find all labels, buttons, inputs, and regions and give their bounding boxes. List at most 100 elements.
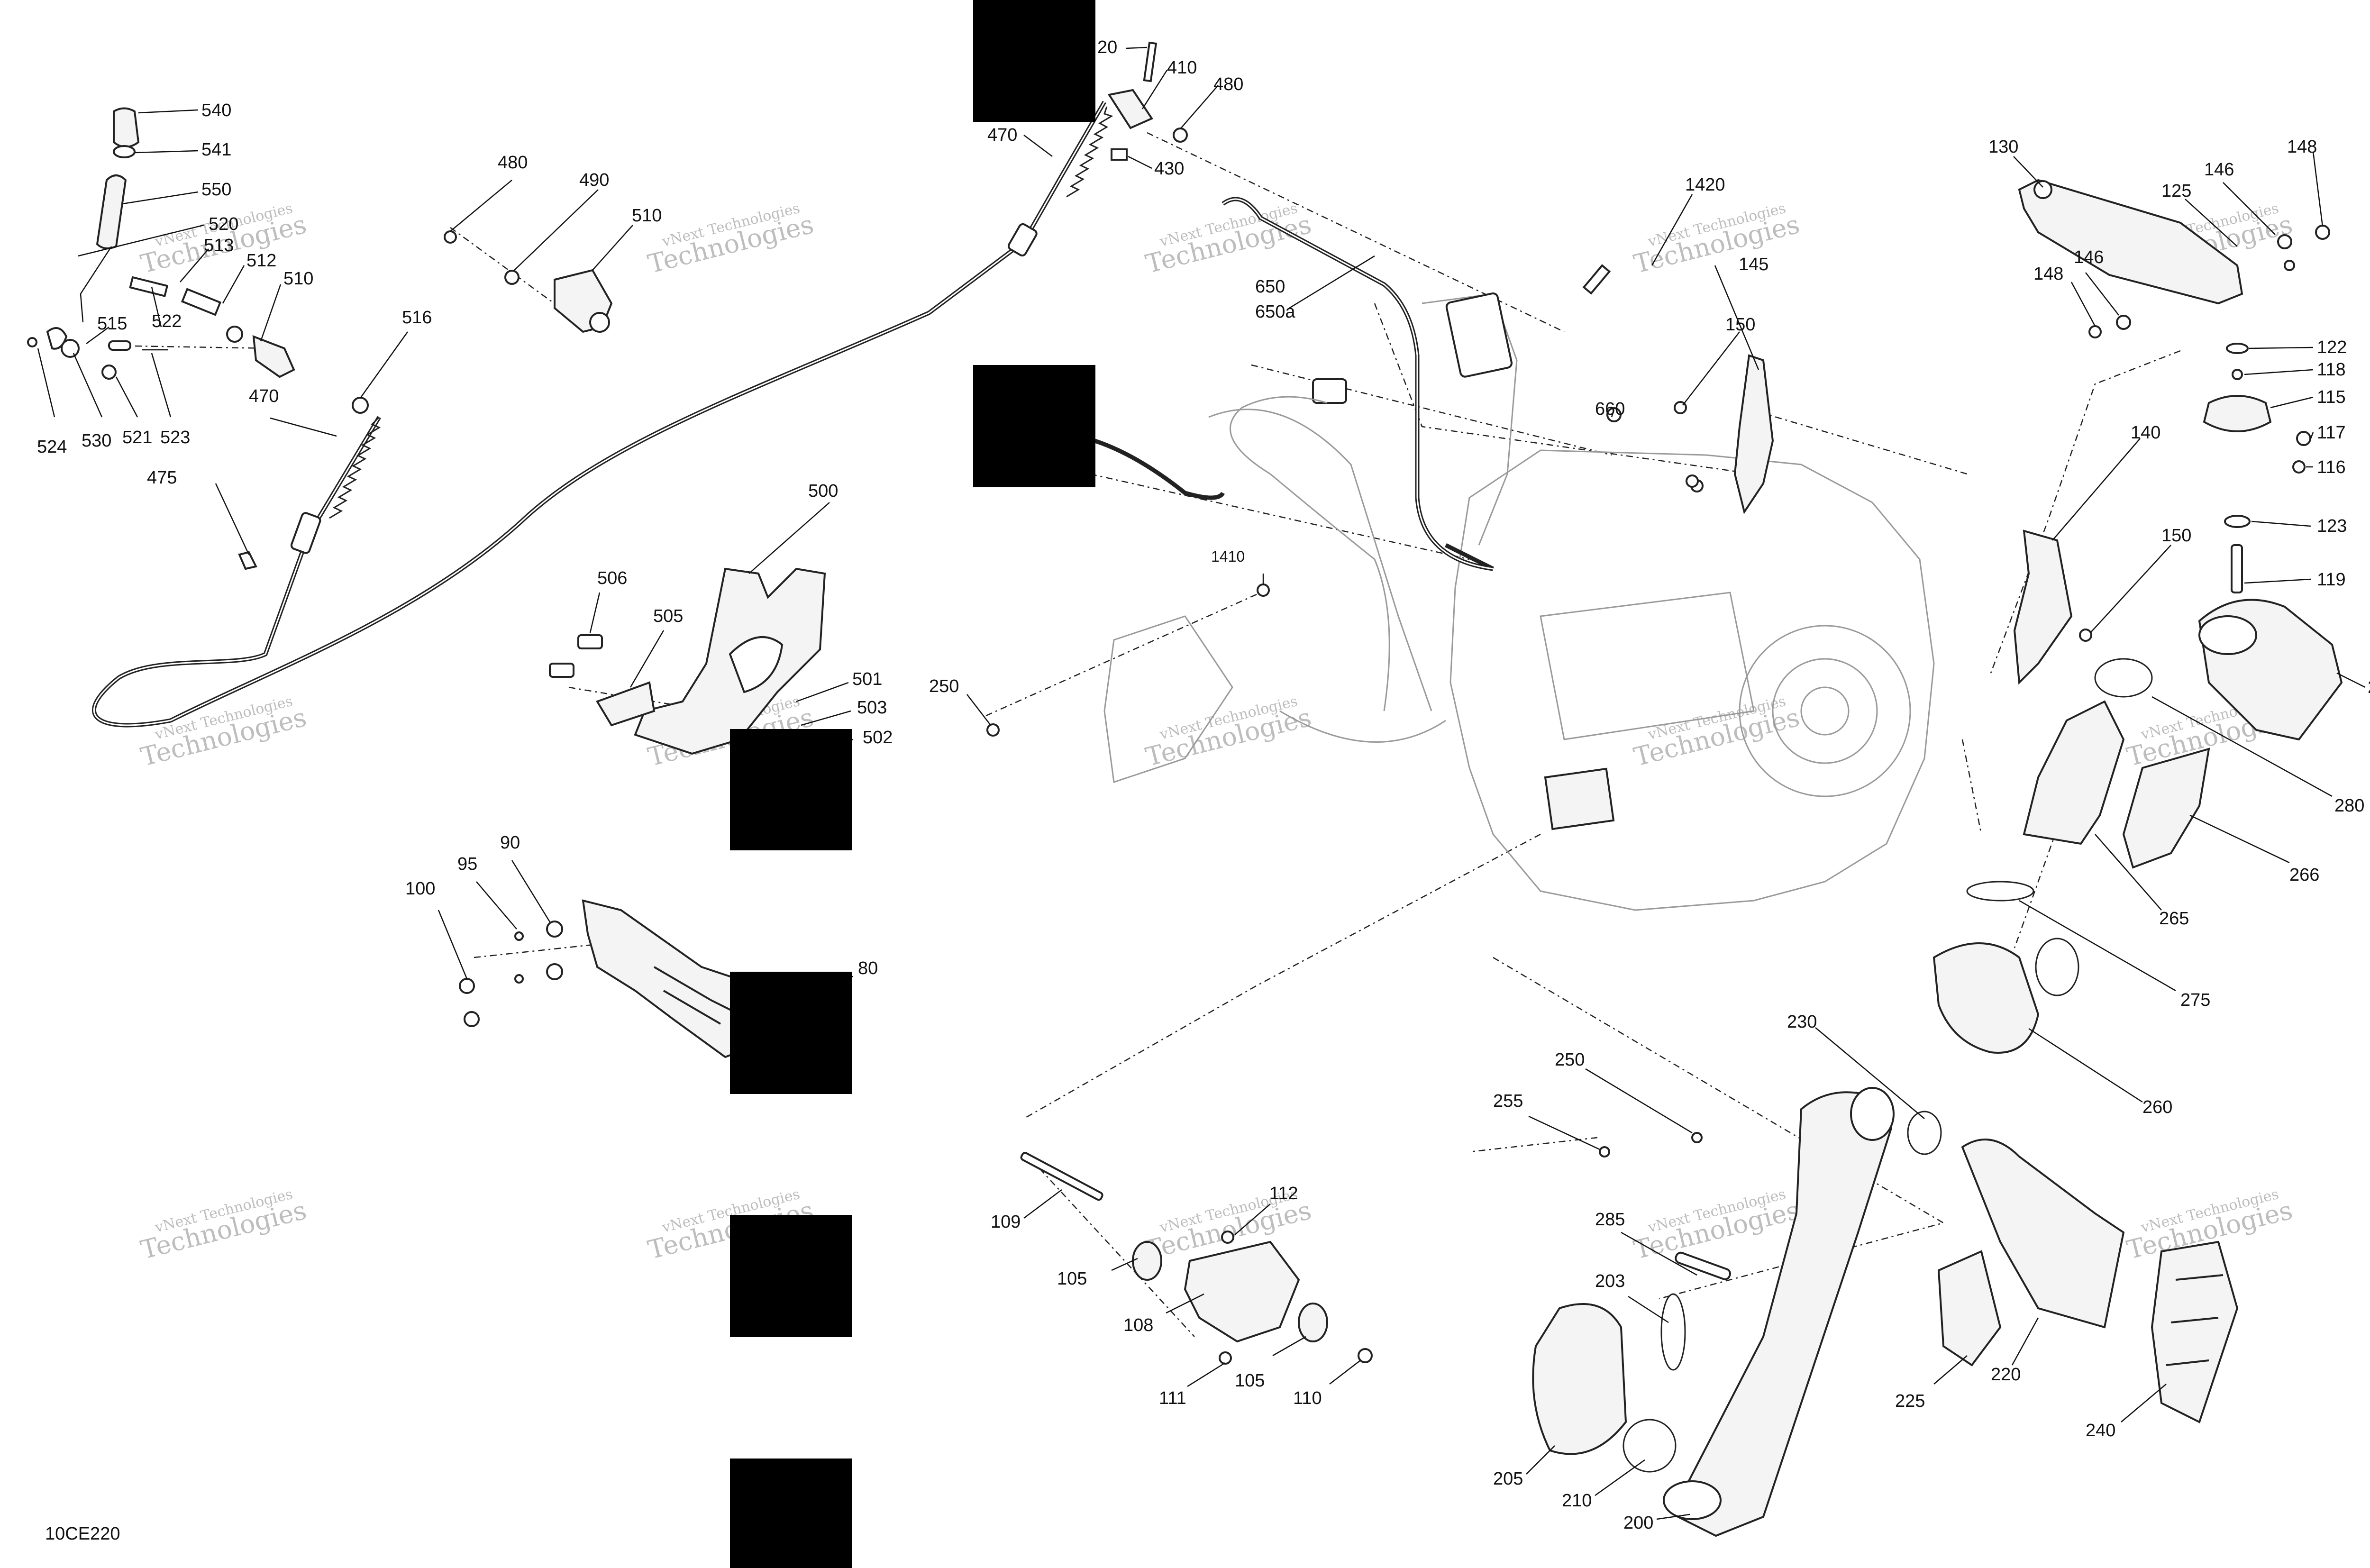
callout-275: 275 [2180, 990, 2210, 1010]
callout-200: 200 [1623, 1513, 1653, 1533]
callout-100: 100 [405, 879, 435, 899]
callout-150: 150 [1725, 315, 1755, 335]
callout-266: 266 [2289, 865, 2319, 885]
bracket-140 [2013, 529, 2092, 685]
callout-105: 105 [1057, 1269, 1087, 1289]
callout-95: 95 [457, 854, 477, 874]
callout-140: 140 [2131, 423, 2160, 443]
callout-110: 110 [1293, 1388, 1322, 1408]
callout-510: 510 [283, 269, 313, 289]
callout-510-bracket: 510 [632, 206, 662, 226]
callout-470-top: 470 [987, 125, 1017, 145]
callout-130: 130 [1988, 137, 2018, 157]
callout-470: 470 [249, 386, 279, 406]
callout-530: 530 [82, 431, 111, 451]
redaction-blocks [730, 0, 1095, 1568]
callout-480-top: 480 [1213, 74, 1243, 94]
air-intake-right [1932, 599, 2343, 1054]
callout-290: 290 [2368, 677, 2370, 697]
callout-490: 490 [579, 170, 609, 190]
callout-540: 540 [201, 100, 231, 120]
shift-cable [92, 41, 1188, 728]
bracket-145 [1674, 354, 1774, 514]
callout-116: 116 [2317, 457, 2346, 477]
callout-660: 660 [1595, 399, 1625, 419]
callout-220: 220 [1991, 1365, 2021, 1385]
callout-265: 265 [2159, 909, 2189, 929]
callout-119: 119 [2317, 570, 2346, 590]
callout-105-lower: 105 [1235, 1371, 1265, 1391]
callout-205: 205 [1493, 1469, 1523, 1489]
callout-505: 505 [653, 606, 683, 626]
callout-480: 480 [498, 153, 528, 173]
callout-420: 20 [1097, 37, 1117, 57]
shifter-lever-assembly [27, 107, 369, 414]
callout-115: 115 [2317, 387, 2346, 407]
callout-503: 503 [857, 698, 887, 718]
callout-123: 123 [2317, 516, 2347, 536]
callout-118: 118 [2317, 360, 2346, 380]
callout-250-lower: 250 [1555, 1050, 1585, 1070]
callout-541: 541 [201, 140, 231, 160]
callout-522: 522 [152, 311, 182, 331]
intake-pipe-lower [1532, 1087, 2239, 1537]
callout-523: 523 [160, 428, 190, 447]
callout-512: 512 [246, 251, 276, 271]
callout-513: 513 [204, 236, 234, 255]
callout-146-lower: 146 [2074, 247, 2104, 267]
callout-146: 146 [2204, 160, 2234, 180]
callout-labels: 540 541 550 520 513 512 510 522 515 524 … [37, 37, 2370, 1533]
callout-515: 515 [97, 314, 127, 334]
callout-1420: 1420 [1685, 175, 1725, 195]
callout-210: 210 [1562, 1491, 1592, 1511]
callout-1410: 1410 [1211, 548, 1245, 565]
callout-108: 108 [1123, 1315, 1153, 1335]
callout-80: 80 [858, 958, 878, 978]
callout-250: 250 [929, 676, 959, 696]
callout-255: 255 [1493, 1091, 1523, 1111]
engine-mount [2018, 179, 2330, 593]
callout-650a: 650a [1255, 302, 1295, 322]
callout-230: 230 [1787, 1012, 1817, 1032]
callout-109: 109 [991, 1212, 1021, 1232]
callout-650: 650 [1255, 277, 1285, 297]
callout-90: 90 [500, 833, 520, 853]
callout-122: 122 [2317, 337, 2347, 357]
callout-117: 117 [2317, 423, 2346, 443]
leader-lines [37, 46, 2366, 1520]
callout-475: 475 [147, 468, 177, 488]
callout-524: 524 [37, 437, 67, 457]
callout-501: 501 [852, 669, 882, 689]
bracket-510 [444, 230, 613, 333]
shifter-mechanism-80 [459, 899, 765, 1058]
callout-148: 148 [2287, 137, 2317, 157]
callout-521: 521 [122, 428, 152, 447]
callout-240: 240 [2086, 1421, 2115, 1440]
bracket-500 [549, 567, 826, 755]
callout-225: 225 [1895, 1391, 1925, 1411]
diagram-code: 10CE220 [45, 1524, 120, 1544]
engine-support [1020, 1152, 1373, 1365]
callout-285: 285 [1595, 1210, 1625, 1230]
callout-516: 516 [402, 308, 432, 328]
callout-148-lower: 148 [2033, 264, 2063, 284]
callout-203: 203 [1595, 1271, 1625, 1291]
callout-150-right: 150 [2161, 526, 2191, 546]
callout-111: 111 [1159, 1388, 1186, 1408]
callout-550: 550 [201, 180, 231, 200]
callout-520: 520 [209, 214, 238, 234]
callout-502: 502 [863, 728, 893, 748]
hoses-harness [986, 197, 1704, 737]
callout-410: 410 [1167, 58, 1197, 78]
callout-500: 500 [808, 481, 838, 501]
callout-145: 145 [1739, 255, 1768, 274]
engine-assembly [1103, 293, 1935, 911]
callout-125: 125 [2161, 181, 2191, 201]
callout-260: 260 [2142, 1097, 2172, 1117]
callout-112: 112 [1269, 1184, 1298, 1203]
callout-430: 430 [1154, 159, 1184, 179]
callout-280: 280 [2334, 796, 2364, 816]
callout-506: 506 [597, 568, 627, 588]
